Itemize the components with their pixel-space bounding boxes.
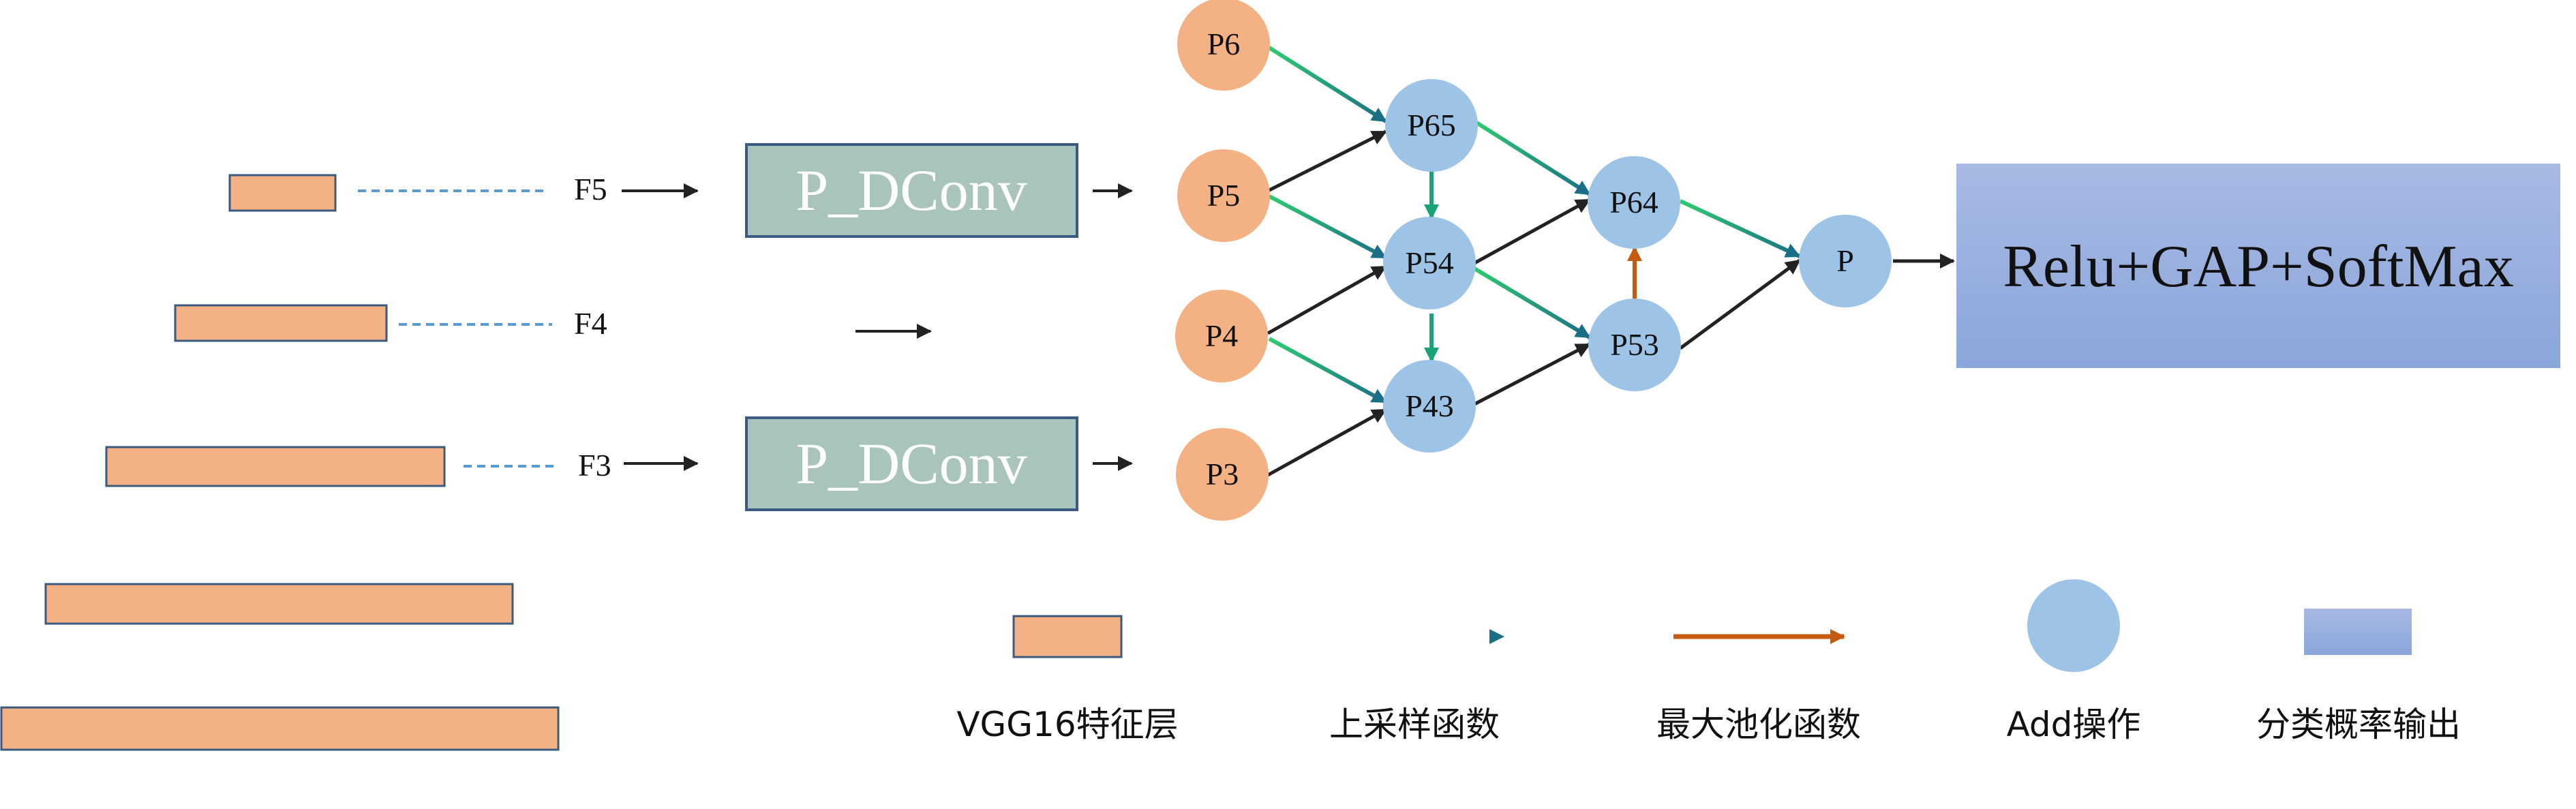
legend-add: Add操作: [2007, 579, 2141, 744]
label-f5: F5: [574, 172, 607, 207]
legend-maxpool: 最大池化函数: [1656, 629, 1861, 744]
output-block-label: Relu+GAP+SoftMax: [2003, 234, 2514, 300]
legend-upsample: 上采样函数: [1326, 629, 1504, 744]
node-p: P: [1799, 215, 1892, 307]
conv-block-top-label: P_DConv: [795, 157, 1027, 223]
node-p64-label: P64: [1609, 185, 1658, 219]
legend-add-circle: [2027, 579, 2120, 672]
label-f4: F4: [574, 306, 607, 341]
node-p3: P3: [1176, 428, 1269, 521]
feature-bar-f3: [105, 446, 446, 487]
node-p6: P6: [1177, 0, 1270, 91]
node-p-label: P: [1836, 243, 1854, 278]
edge-p43-p53: [1473, 342, 1591, 406]
dashed-connectors: [358, 189, 559, 468]
node-p65: P65: [1385, 79, 1478, 172]
node-p53: P53: [1588, 299, 1681, 391]
edge-p54-p53: [1473, 266, 1591, 339]
orange-nodes: P6 P5 P4 P3: [1175, 0, 1270, 521]
legend-add-label: Add操作: [2007, 705, 2141, 744]
legend-feature-swatch: [1012, 615, 1123, 658]
edge-p6-p65: [1268, 46, 1387, 123]
edge-p5-p65: [1267, 129, 1387, 193]
feature-bar-f1: [0, 706, 560, 751]
legend-output: 分类概率输出: [2256, 609, 2461, 744]
edge-p3-p43: [1267, 408, 1387, 477]
legend-upsample-label: 上采样函数: [1329, 705, 1500, 744]
legend-feature-layer: VGG16特征层: [956, 615, 1179, 744]
feature-bar-f4: [174, 304, 388, 342]
node-p54: P54: [1383, 217, 1476, 309]
feature-bar-f5: [228, 174, 337, 212]
conv-block-bottom: P_DConv: [745, 416, 1078, 511]
feature-bar-f2: [44, 583, 514, 625]
edge-p4-p43: [1268, 337, 1387, 404]
blue-nodes: P65 P54 P43 P64 P53 P: [1383, 79, 1892, 453]
node-p64: P64: [1588, 156, 1680, 249]
node-p4: P4: [1175, 290, 1268, 382]
legend-output-label: 分类概率输出: [2256, 705, 2461, 744]
legend-output-swatch: [2304, 609, 2412, 655]
feature-bars: [0, 174, 560, 751]
output-block: Relu+GAP+SoftMax: [1956, 164, 2560, 368]
upsample-edges: [1268, 46, 1801, 404]
edge-p54-p64: [1473, 198, 1591, 265]
edge-p5-p54: [1268, 194, 1387, 260]
node-p3-label: P3: [1206, 457, 1239, 491]
edge-p65-p64: [1473, 119, 1591, 196]
node-p5-label: P5: [1207, 178, 1241, 213]
label-f3: F3: [578, 448, 611, 483]
legend-feature-label: VGG16特征层: [956, 705, 1178, 744]
legend: VGG16特征层 上采样函数 最大池化函数 Add操作 分类概率输出: [956, 579, 2461, 744]
legend-maxpool-label: 最大池化函数: [1656, 705, 1861, 744]
input-arrows: [622, 183, 1133, 471]
node-p43: P43: [1383, 360, 1476, 453]
edge-p64-p: [1679, 199, 1801, 258]
node-p53-label: P53: [1610, 327, 1659, 362]
edge-p53-p: [1679, 258, 1801, 350]
node-p65-label: P65: [1407, 108, 1456, 142]
black-edges: [1267, 129, 1955, 477]
node-p54-label: P54: [1405, 245, 1454, 280]
conv-block-top: P_DConv: [745, 143, 1078, 238]
edge-p4-p54: [1267, 264, 1387, 335]
node-p43-label: P43: [1405, 388, 1454, 423]
node-p5: P5: [1177, 149, 1270, 242]
conv-block-bottom-label: P_DConv: [795, 431, 1027, 496]
node-p4-label: P4: [1205, 318, 1239, 353]
node-p6-label: P6: [1207, 27, 1241, 61]
